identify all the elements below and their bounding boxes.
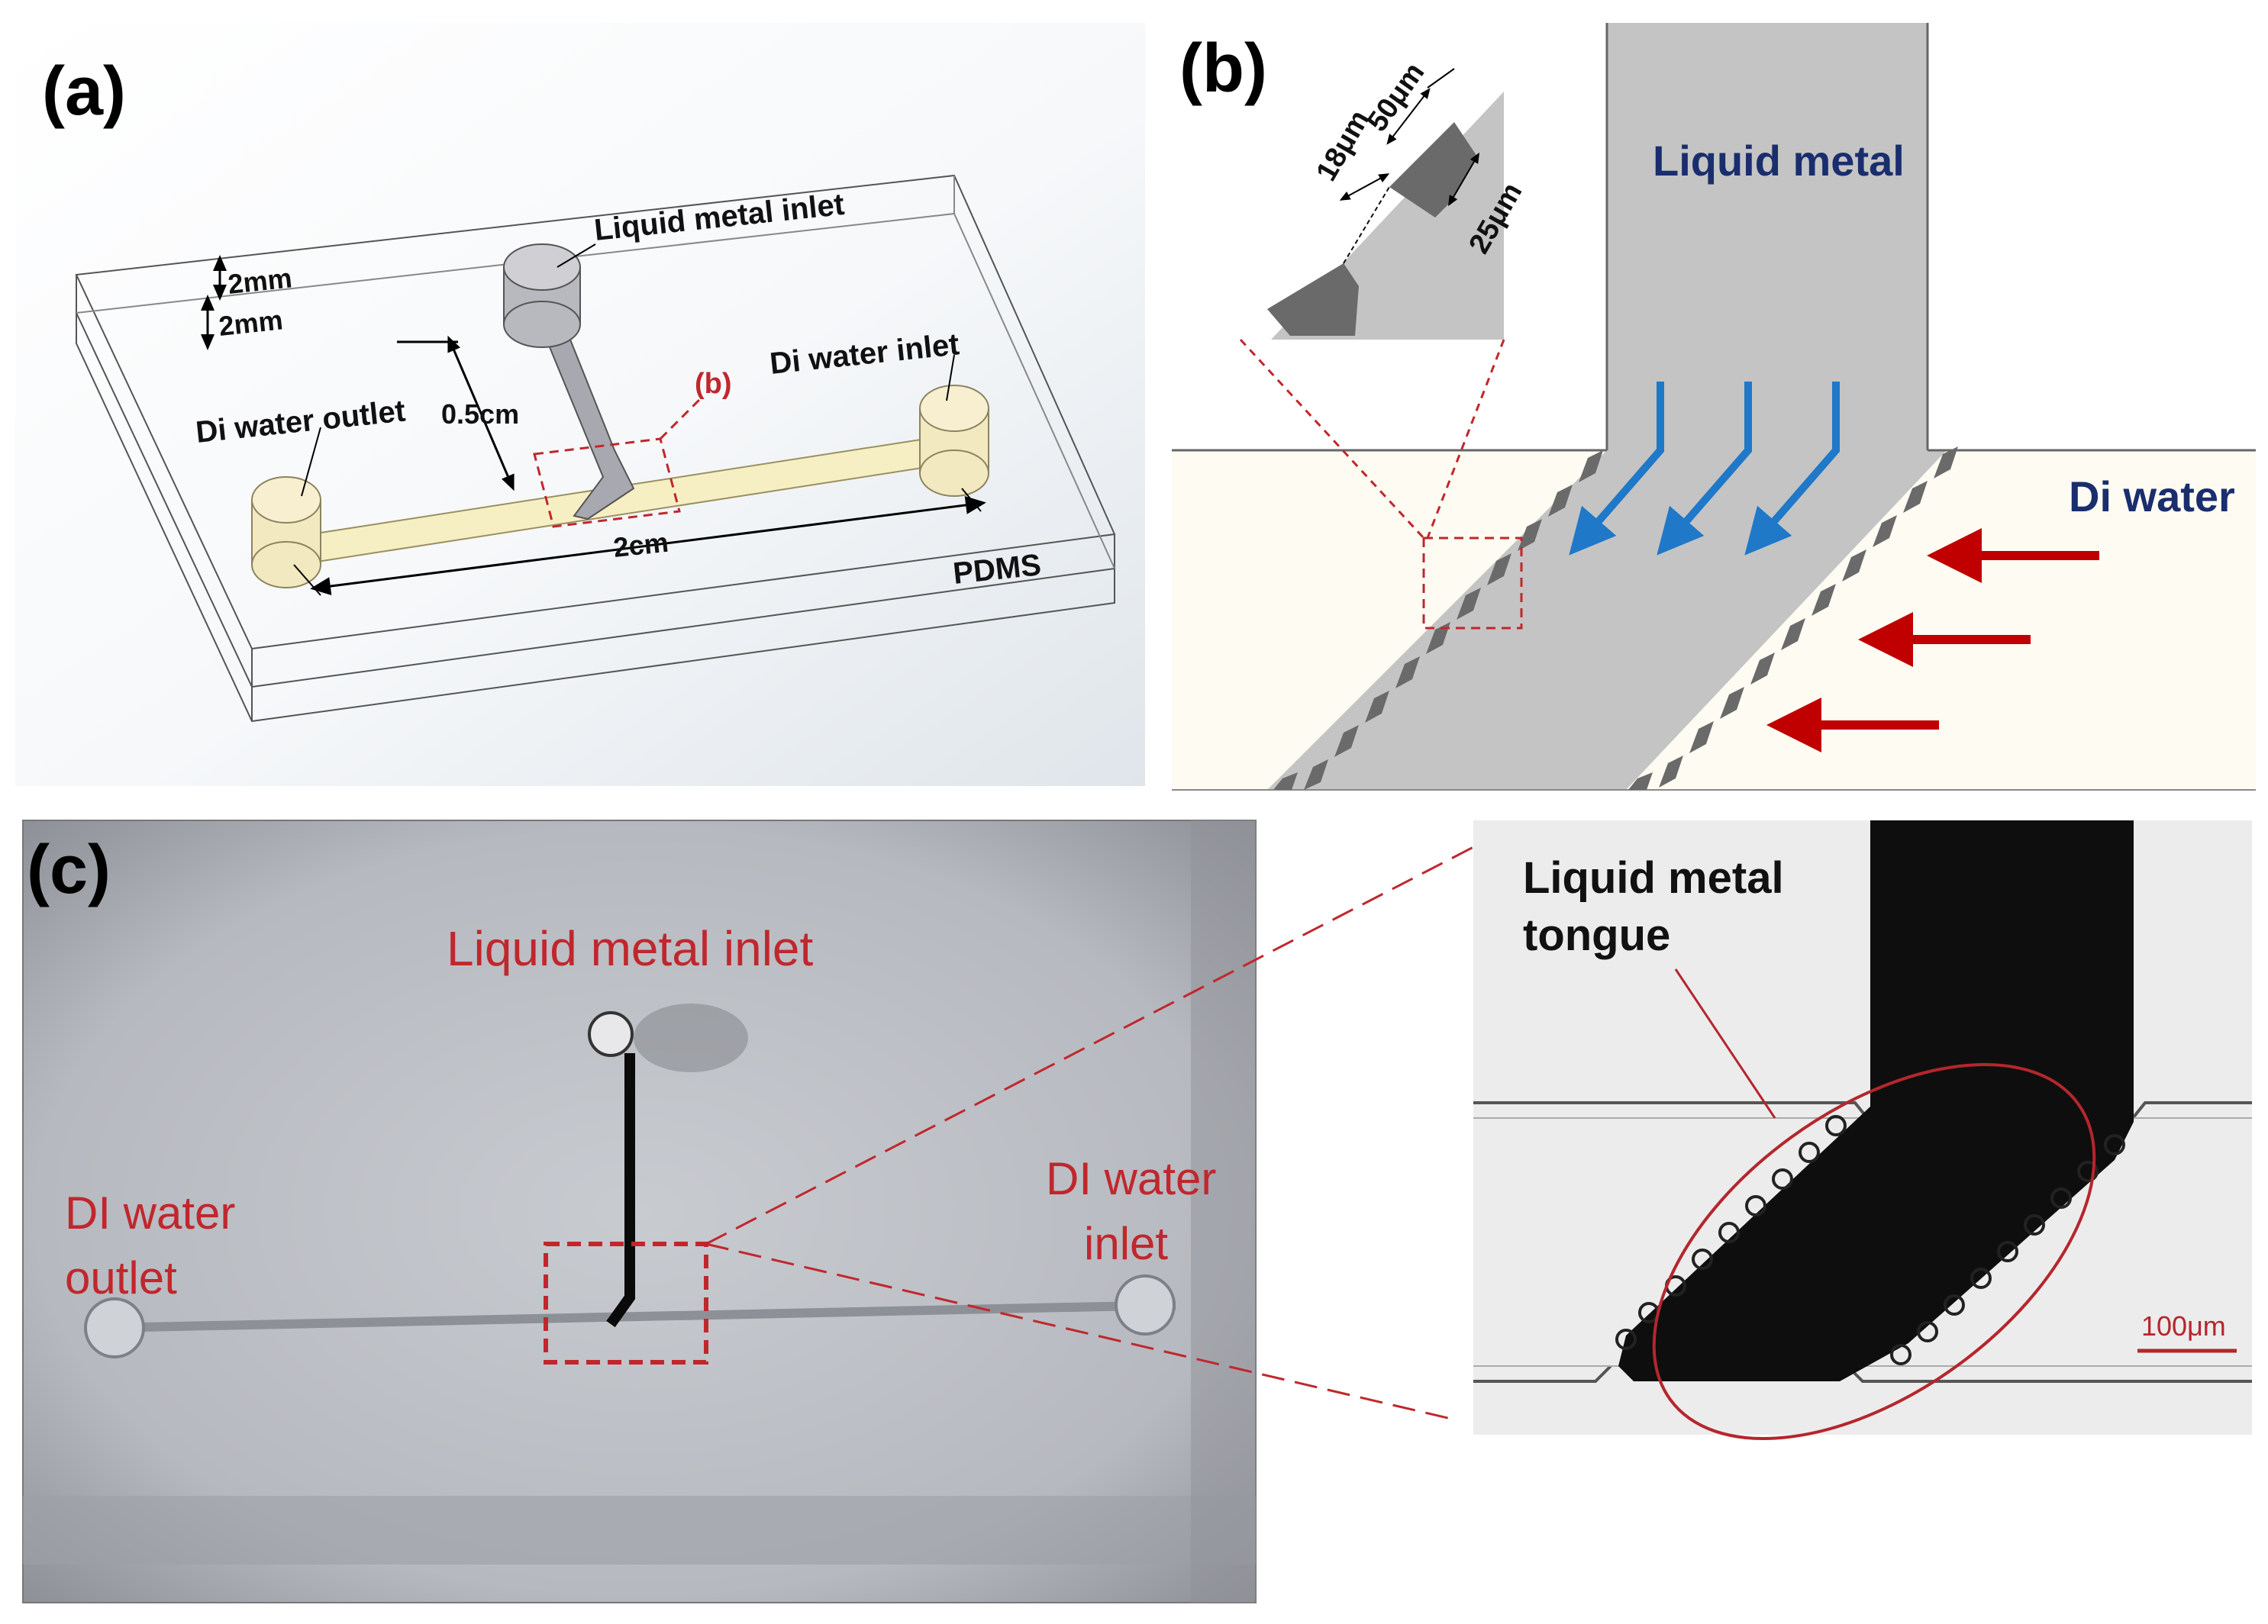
panel-b-label: (b) <box>1179 31 1267 107</box>
photo-inlet-label-1: DI water <box>1046 1153 1216 1204</box>
panel-a-label: (a) <box>42 53 126 130</box>
inlet-reservoir <box>919 385 989 497</box>
panel-b: (b) Liquid metal Di water 18μm 50μm 25μm <box>1172 23 2256 791</box>
photo-liquid-metal-inlet-label: Liquid metal inlet <box>447 921 814 976</box>
dim-channel-label: 0.5cm <box>441 398 519 430</box>
tongue-ellipse <box>1652 1063 2096 1440</box>
dim-top-label: 2mm <box>227 262 294 300</box>
tongue-label-2: tongue <box>1523 910 1670 960</box>
photo-metal-channel <box>606 1053 635 1328</box>
pillars-right <box>1628 446 1958 790</box>
photo-outlet-label-1: DI water <box>65 1187 235 1239</box>
photo-outlet-label-2: outlet <box>65 1252 177 1303</box>
zoom-box <box>1422 536 1523 630</box>
metal-reservoir <box>503 243 581 348</box>
zoom-lines <box>705 846 1474 1421</box>
water-flow-arrows <box>1766 528 2099 752</box>
liquid-metal-label: Liquid metal <box>1653 137 1905 185</box>
photo-metal-port <box>588 1011 634 1057</box>
panel-c: (c) Liquid metal inlet DI water outlet D… <box>22 820 1257 1603</box>
dim-length-label: 2cm <box>612 527 670 563</box>
micro-pillars <box>1615 1115 2125 1365</box>
di-water-label: Di water <box>2069 472 2235 520</box>
callout-b-label: (b) <box>695 368 732 400</box>
pillars-left <box>1273 450 1603 790</box>
metal-flow-arrows <box>1569 382 1840 556</box>
micrograph: 100μm Liquid metal tongue <box>1473 820 2252 1440</box>
photo-inlet-label-2: inlet <box>1084 1218 1168 1269</box>
metal-tongue <box>1618 820 2134 1381</box>
panel-c-label: (c) <box>27 832 111 908</box>
photo-zoom-box <box>544 1242 708 1365</box>
photo-outlet-port <box>84 1297 145 1358</box>
scale-label: 100μm <box>2141 1310 2226 1342</box>
device-photo <box>23 820 1256 1603</box>
tongue-label-1: Liquid metal <box>1523 853 1784 903</box>
pillar-inset <box>1267 68 1504 340</box>
photo-inlet-port <box>1115 1274 1176 1336</box>
dim-bottom-label: 2mm <box>218 304 285 342</box>
outlet-reservoir <box>251 476 321 588</box>
panel-a: (a) Liquid metal inlet Di water inlet Di… <box>15 23 1145 786</box>
